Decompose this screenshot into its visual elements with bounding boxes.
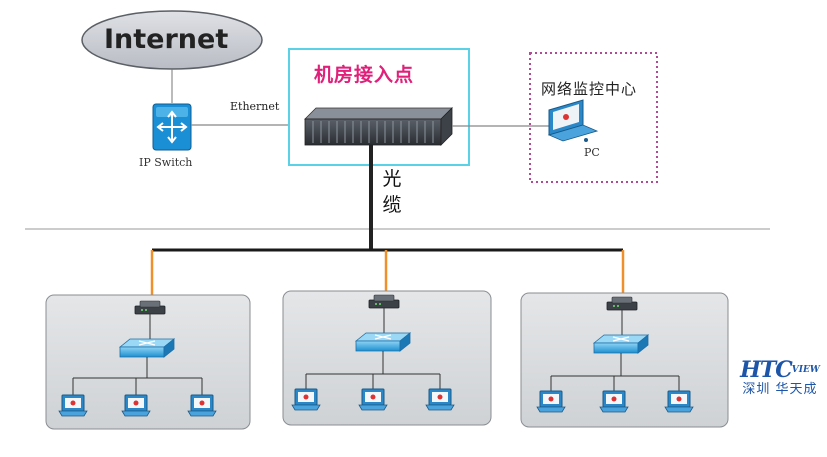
laptop-icon[interactable]	[291, 388, 321, 411]
rack-chassis-icon	[304, 107, 453, 146]
brand-logo: HTCVIEW 深圳 华天成	[735, 358, 825, 398]
laptop-icon[interactable]	[358, 388, 388, 411]
monitor-center-box	[529, 52, 658, 183]
site-switch-icon	[119, 338, 175, 358]
ip-switch-label: IP Switch	[139, 156, 193, 169]
site-switch-icon	[355, 332, 411, 352]
laptop-icon[interactable]	[536, 390, 566, 413]
fiber-drops	[150, 250, 625, 300]
access-point-title: 机房接入点	[314, 64, 415, 86]
site-switch-icon	[593, 334, 649, 354]
laptop-icon[interactable]	[58, 394, 88, 417]
site-2	[282, 290, 492, 426]
laptop-icon[interactable]	[664, 390, 694, 413]
monitor-center-title: 网络监控中心	[541, 80, 638, 98]
fiber-cable-label: 光缆	[382, 168, 402, 216]
brand-logo-main: HTC	[740, 357, 793, 383]
pc-label: PC	[584, 146, 600, 159]
brand-logo-small: VIEW	[791, 365, 820, 375]
site-3	[520, 292, 729, 428]
brand-subtitle: 深圳 华天成	[742, 382, 818, 397]
laptop-icon[interactable]	[121, 394, 151, 417]
laptop-icon[interactable]	[599, 390, 629, 413]
access-point-box	[288, 48, 470, 166]
monitor-pc-icon[interactable]	[547, 99, 599, 142]
ethernet-label: Ethernet	[230, 100, 280, 113]
ip-switch-icon[interactable]	[152, 103, 192, 151]
laptop-icon[interactable]	[425, 388, 455, 411]
internet-label: Internet	[104, 24, 229, 55]
site-1	[45, 294, 251, 430]
laptop-icon[interactable]	[187, 394, 217, 417]
brand-logo-mark: HTCVIEW	[735, 358, 825, 382]
